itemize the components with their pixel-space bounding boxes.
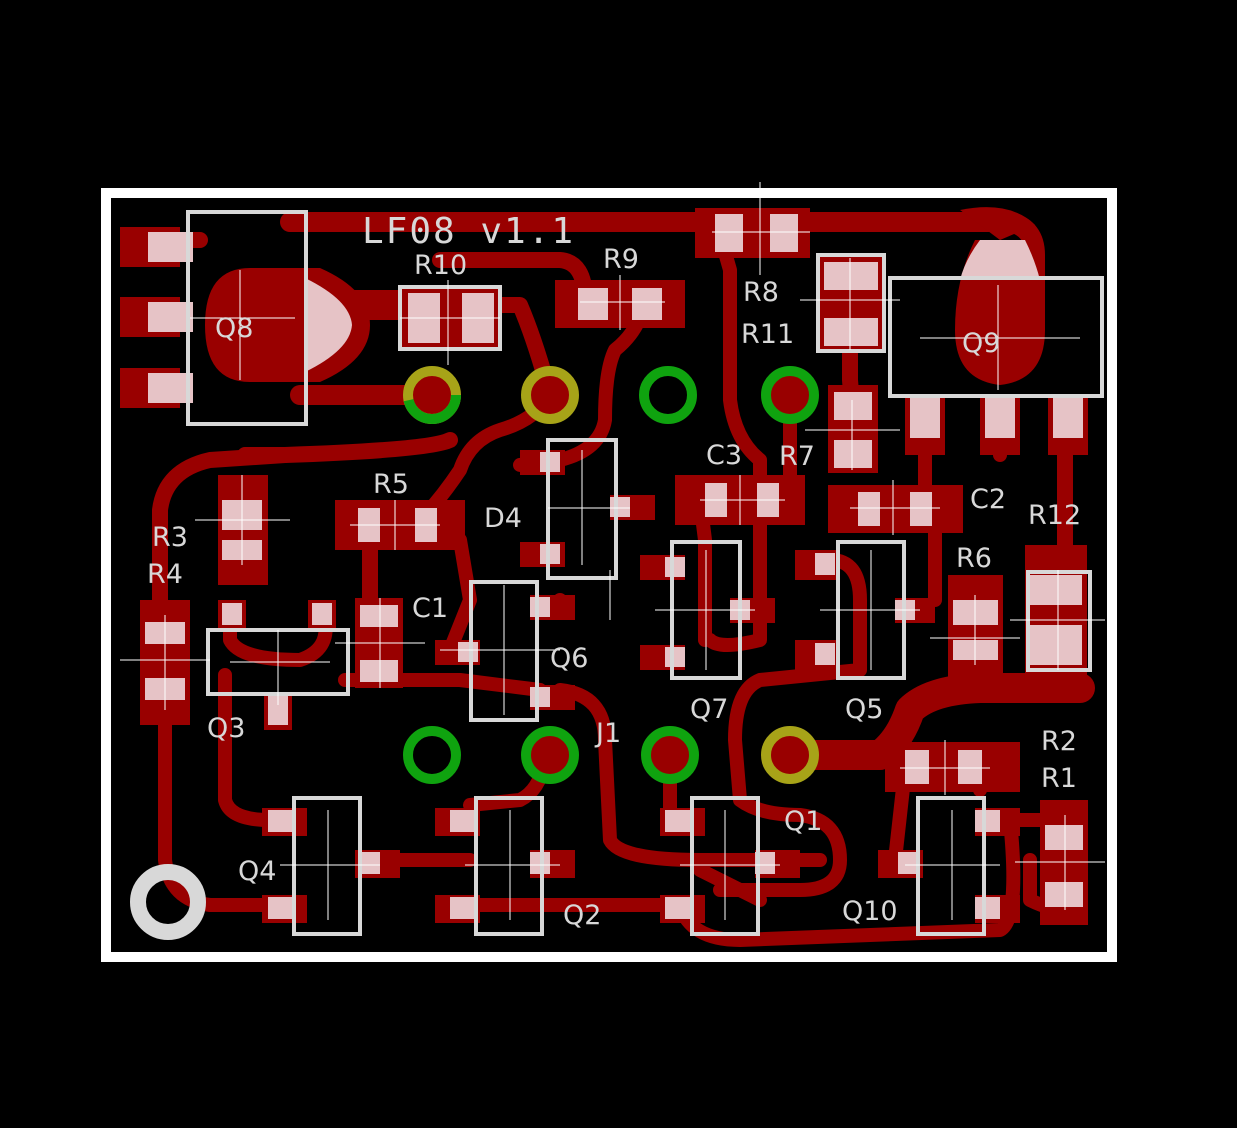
label-r2: R2 — [1041, 726, 1077, 757]
label-r1: R1 — [1041, 763, 1077, 794]
label-d4: D4 — [484, 503, 522, 534]
label-q9: Q9 — [962, 328, 1000, 359]
label-r12: R12 — [1028, 500, 1081, 531]
label-q8: Q8 — [215, 313, 253, 344]
label-q7: Q7 — [690, 694, 728, 725]
label-q4: Q4 — [238, 856, 276, 887]
board-edge — [101, 188, 1117, 962]
label-q3: Q3 — [207, 713, 245, 744]
label-r5: R5 — [373, 469, 409, 500]
pad-overlays — [120, 214, 1088, 923]
vias — [403, 366, 819, 784]
label-r4: R4 — [147, 559, 183, 590]
label-j1: J1 — [594, 718, 621, 749]
label-r8: R8 — [743, 277, 779, 308]
label-r7: R7 — [779, 441, 815, 472]
label-r11: R11 — [741, 319, 794, 350]
label-r10: R10 — [414, 250, 467, 281]
crosshairs — [120, 182, 1105, 920]
label-r3: R3 — [152, 522, 188, 553]
board-title: LF08 v1.1 — [362, 211, 575, 252]
label-r9: R9 — [603, 244, 639, 275]
label-q1: Q1 — [784, 806, 822, 837]
component-labels: LF08 v1.1 Q8 Q9 R10 R9 R8 R11 C3 R7 C2 R… — [147, 211, 1081, 931]
label-c2: C2 — [970, 484, 1006, 515]
label-c3: C3 — [706, 440, 742, 471]
mounting-hole — [130, 864, 206, 940]
label-q5: Q5 — [845, 694, 883, 725]
label-q6: Q6 — [550, 643, 588, 674]
label-c1: C1 — [412, 593, 448, 624]
label-q10: Q10 — [842, 896, 898, 927]
label-r6: R6 — [956, 543, 992, 574]
label-q2: Q2 — [563, 900, 601, 931]
